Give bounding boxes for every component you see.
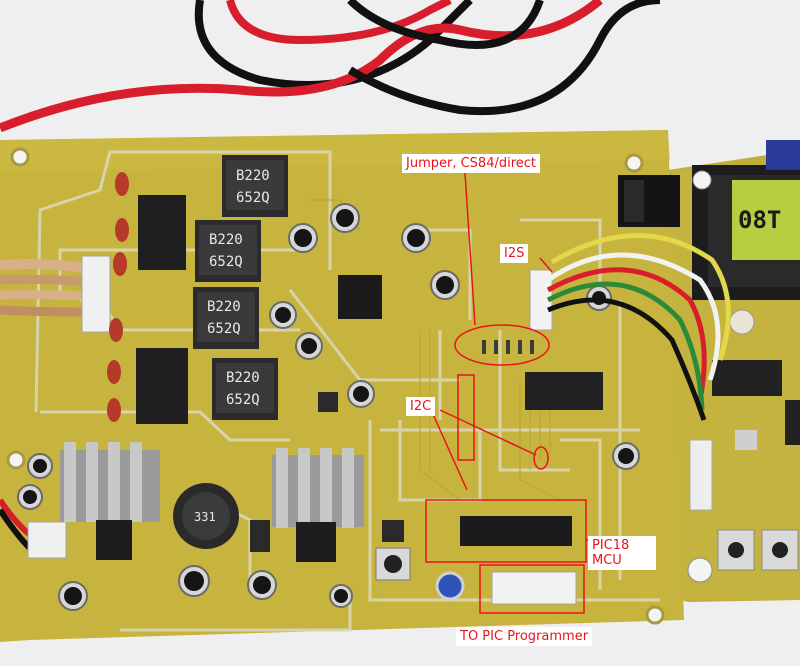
inductor-3-top: B220 bbox=[207, 299, 241, 315]
dac-chip bbox=[525, 372, 603, 410]
programmer-box bbox=[479, 564, 585, 614]
inductor-1-bottom: 652Q bbox=[236, 190, 270, 206]
annotation-marks bbox=[425, 172, 596, 614]
pic18-mcu-label: PIC18 MCU bbox=[588, 536, 656, 570]
integrated-circuits bbox=[250, 275, 603, 601]
dsp-chip bbox=[338, 275, 382, 319]
trimmer-pot bbox=[435, 571, 465, 601]
pic18-chip bbox=[460, 516, 572, 546]
i2c-label: I2C bbox=[406, 397, 436, 416]
pic18-box bbox=[425, 499, 587, 563]
i2s-label: I2S bbox=[500, 244, 529, 263]
capacitor-tops bbox=[23, 209, 634, 605]
speaker-wires bbox=[0, 255, 111, 559]
red-capacitors bbox=[107, 172, 129, 422]
inductor-2-top: B220 bbox=[209, 232, 243, 248]
programmer-label: TO PIC Programmer bbox=[456, 627, 593, 646]
inductor-4-bottom: 652Q bbox=[226, 392, 260, 408]
connectors bbox=[491, 269, 577, 605]
coil-marking: 331 bbox=[194, 510, 216, 524]
heatsinks bbox=[60, 442, 364, 562]
header-pins bbox=[482, 340, 534, 354]
jumper-ellipse bbox=[454, 324, 550, 366]
inductor-2-bottom: 652Q bbox=[209, 254, 243, 270]
i2s-cable bbox=[546, 233, 731, 421]
lcd-display-text: 08T bbox=[738, 206, 781, 234]
inductor-4-top: B220 bbox=[226, 370, 260, 386]
inductor-3-bottom: 652Q bbox=[207, 321, 241, 337]
inductors bbox=[136, 155, 288, 424]
power-cables bbox=[0, 0, 661, 133]
jumper-label: Jumper, CS84/direct bbox=[402, 154, 541, 173]
component-markings: B220 652Q B220 652Q B220 652Q B220 652Q … bbox=[194, 168, 270, 524]
lcd-screen bbox=[732, 180, 800, 260]
pic18-label-line2: MCU bbox=[592, 553, 622, 568]
jumper-pointer bbox=[464, 172, 476, 326]
inductor-1-top: B220 bbox=[236, 168, 270, 184]
power-jack bbox=[618, 175, 680, 227]
pic18-label-line1: PIC18 bbox=[592, 538, 630, 553]
